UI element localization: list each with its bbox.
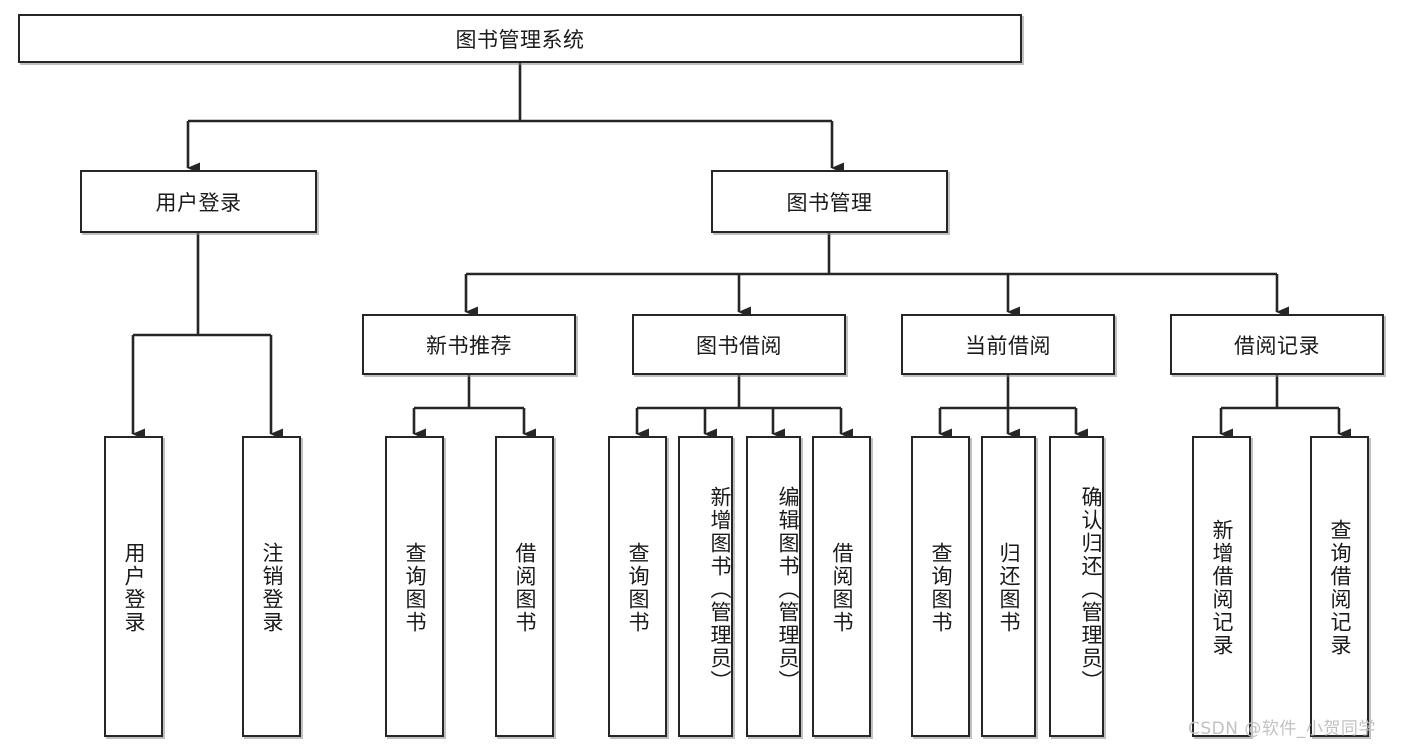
node-current-borrow[interactable]: 当前借阅 [901, 314, 1115, 375]
node-label: 借阅记录 [1234, 333, 1320, 358]
leaf-current-confirm-return-admin[interactable]: 确认归还（管理员） [1049, 436, 1104, 737]
node-label: 图书管理系统 [455, 27, 585, 52]
node-label: 用户登录 [155, 190, 242, 215]
node-book-borrow[interactable]: 图书借阅 [632, 314, 846, 375]
leaf-recommend-borrow-book[interactable]: 借阅图书 [495, 436, 554, 737]
leaf-user-login-logout[interactable]: 注销登录 [242, 436, 301, 737]
node-label: 注销登录 [260, 541, 285, 634]
node-label: 查询图书 [403, 541, 428, 634]
node-user-login[interactable]: 用户登录 [80, 170, 317, 233]
node-label: 查询借阅记录 [1328, 518, 1353, 657]
node-label: 确认归还（管理员） [1079, 486, 1103, 693]
leaf-recommend-query-book[interactable]: 查询图书 [385, 436, 444, 737]
node-label: 归还图书 [997, 541, 1022, 634]
node-label: 编辑图书（管理员） [776, 486, 800, 693]
leaf-borrow-borrow-book[interactable]: 借阅图书 [812, 436, 871, 737]
node-label: 图书借阅 [696, 333, 782, 358]
node-root-system[interactable]: 图书管理系统 [18, 14, 1022, 63]
leaf-borrow-add-book-admin[interactable]: 新增图书（管理员） [678, 436, 733, 737]
leaf-current-return-book[interactable]: 归还图书 [981, 436, 1036, 737]
node-borrow-record[interactable]: 借阅记录 [1170, 314, 1384, 375]
csdn-watermark: CSDN @软件_小贺同学 [1188, 719, 1376, 739]
node-label: 新增图书（管理员） [708, 486, 732, 693]
leaf-current-query-book[interactable]: 查询图书 [911, 436, 970, 737]
leaf-record-query-record[interactable]: 查询借阅记录 [1310, 436, 1369, 737]
node-book-management[interactable]: 图书管理 [711, 170, 948, 233]
leaf-user-login-login[interactable]: 用户登录 [104, 436, 163, 737]
node-label: 查询图书 [929, 541, 954, 634]
leaf-borrow-query-book[interactable]: 查询图书 [608, 436, 667, 737]
node-label: 新增借阅记录 [1210, 518, 1235, 657]
leaf-borrow-edit-book-admin[interactable]: 编辑图书（管理员） [746, 436, 801, 737]
node-label: 图书管理 [786, 190, 873, 215]
node-label: 借阅图书 [830, 541, 855, 634]
node-label: 借阅图书 [513, 541, 538, 634]
leaf-record-add-record[interactable]: 新增借阅记录 [1192, 436, 1251, 737]
node-label: 新书推荐 [426, 333, 512, 358]
node-label: 查询图书 [626, 541, 651, 634]
node-new-book-recommend[interactable]: 新书推荐 [362, 314, 576, 375]
node-label: 用户登录 [122, 541, 147, 634]
node-label: 当前借阅 [965, 333, 1051, 358]
